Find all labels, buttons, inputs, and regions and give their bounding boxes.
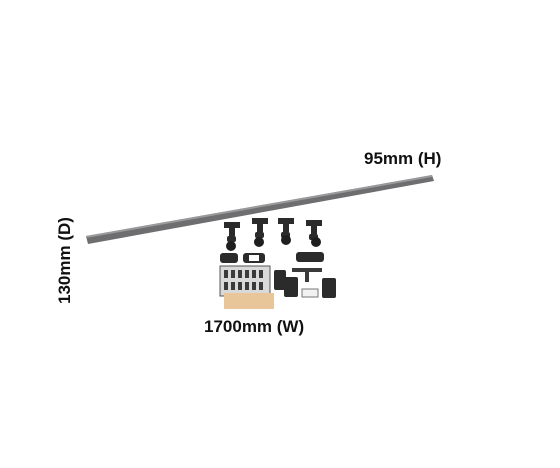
stopper: [296, 252, 324, 262]
height-dimension-label: 95mm (H): [364, 149, 442, 168]
roller-wheel: [311, 237, 321, 247]
depth-dimension-label: 130mm (D): [55, 217, 74, 304]
stopper: [220, 253, 238, 263]
small-clip: [301, 288, 319, 298]
floor-guide: [292, 268, 322, 282]
stopper: [243, 253, 265, 263]
hanger-bracket: [306, 220, 322, 240]
mounting-plate: [284, 277, 336, 298]
hanger-bracket: [252, 218, 268, 238]
guide-plate: [274, 270, 286, 290]
template-card: [224, 293, 274, 309]
screw-pack: [219, 265, 271, 297]
hanger-bracket: [224, 222, 240, 242]
roller-wheel: [226, 241, 236, 251]
roller-wheel: [254, 237, 264, 247]
width-dimension-label: 1700mm (W): [204, 317, 305, 336]
roller-wheel: [281, 235, 291, 245]
track-rail: [86, 175, 434, 244]
